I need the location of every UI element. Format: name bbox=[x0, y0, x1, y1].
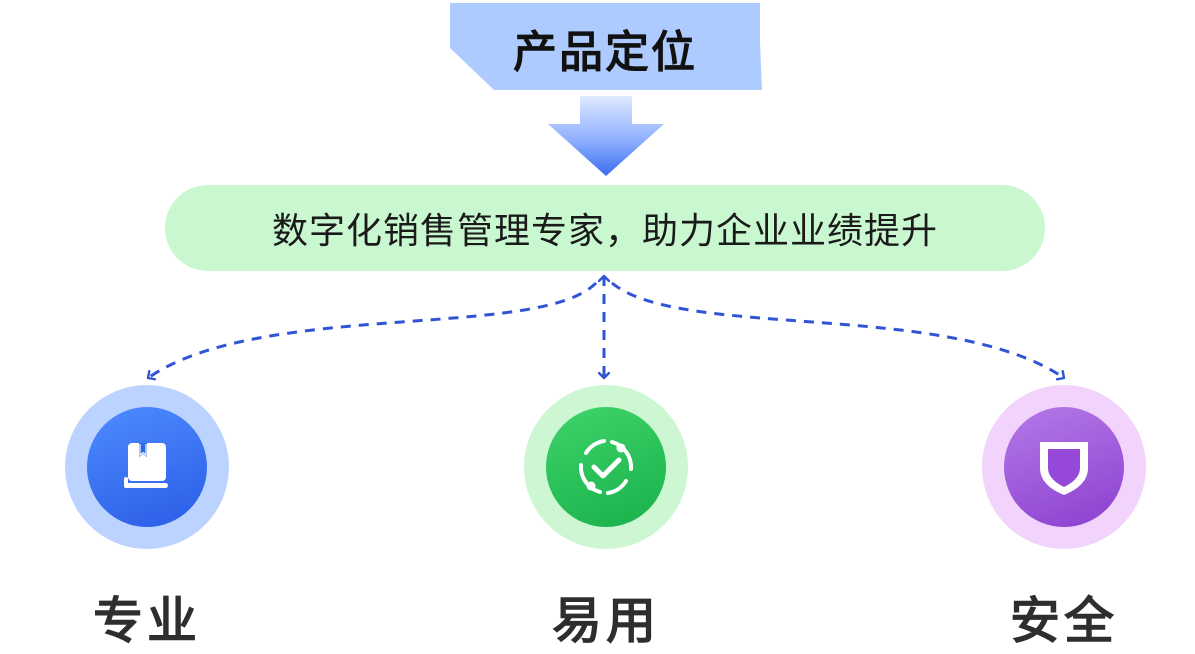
book-icon bbox=[124, 443, 168, 488]
page-title: 产品定位 bbox=[513, 27, 697, 78]
feature-core bbox=[1004, 407, 1124, 527]
feature-label: 专业 bbox=[93, 592, 201, 650]
subtitle-pill: 数字化销售管理专家，助力企业业绩提升 bbox=[165, 185, 1045, 271]
subtitle-text: 数字化销售管理专家，助力企业业绩提升 bbox=[271, 211, 938, 252]
connector-right bbox=[611, 281, 1064, 378]
feature-label: 安全 bbox=[1010, 592, 1118, 650]
connector-left bbox=[148, 281, 598, 378]
check-cycle-icon bbox=[578, 439, 634, 495]
down-arrow-icon bbox=[548, 96, 664, 176]
shield-icon bbox=[1040, 442, 1088, 495]
feature-label: 易用 bbox=[552, 592, 660, 650]
feature-core bbox=[87, 407, 207, 527]
feature-core bbox=[546, 407, 666, 527]
title-banner bbox=[450, 3, 762, 90]
